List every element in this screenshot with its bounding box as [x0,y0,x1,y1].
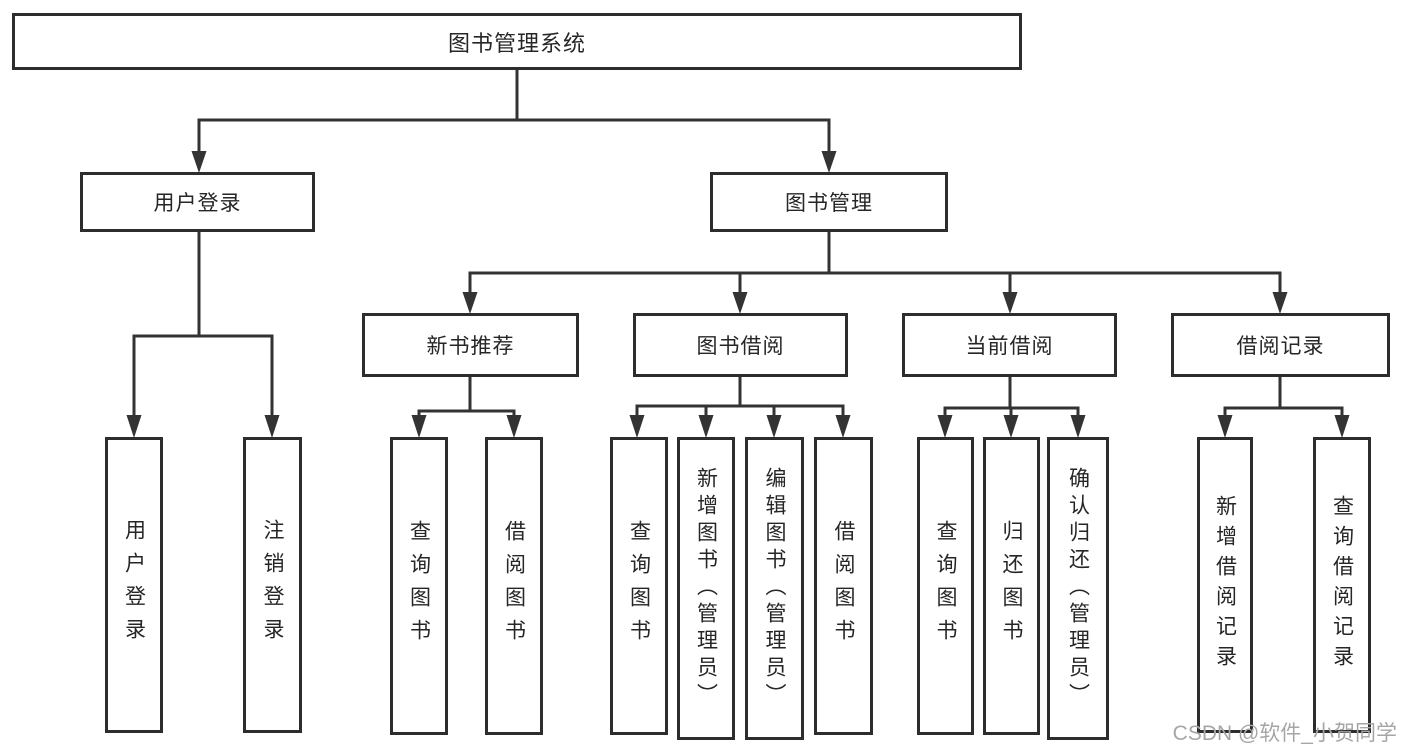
arrowhead [1070,415,1086,438]
arrowheads [126,151,1350,438]
leaf-edit-books-admin: 编辑图书（管理员） [745,437,804,740]
leaf-query-books: 查询图书 [610,437,668,735]
leaf-logout: 注销登录 [243,437,302,733]
arrowhead [1002,292,1018,314]
arrowhead [191,151,207,173]
connector-root-to-level2 [197,70,831,152]
arrowhead [1217,415,1233,438]
arrowhead [1003,415,1019,438]
leaf-user-login: 用户登录 [105,437,163,733]
node-library-management-system: 图书管理系统 [12,13,1022,70]
node-label: 借阅图书 [832,520,855,652]
node-label: 查询借阅记录 [1330,495,1354,675]
node-book-borrowing: 图书借阅 [633,313,848,377]
node-label: 图书借阅 [696,335,785,358]
arrowhead [629,415,645,438]
leaf-borrow-books: 借阅图书 [485,437,543,735]
arrowhead [264,415,280,438]
node-label: 新增借阅记录 [1213,495,1237,675]
connector-user-login-to-leaves [132,232,274,416]
arrowhead [462,292,478,314]
node-label: 借阅记录 [1236,335,1325,358]
arrowhead [1334,415,1350,438]
watermark: CSDN @软件_小贺同学 [1172,722,1397,745]
node-label: 用户登录 [122,519,146,651]
leaf-borrow-books: 借阅图书 [814,437,873,735]
arrowhead [698,415,714,438]
node-label: 图书管理 [785,192,873,215]
node-borrowing-records: 借阅记录 [1171,313,1390,377]
leaf-return-books: 归还图书 [983,437,1040,735]
arrowhead [126,415,142,438]
node-label: 确认归还（管理员） [1066,467,1090,710]
node-label: 借阅图书 [502,520,526,652]
arrowhead [766,415,782,438]
node-label: 图书管理系统 [447,30,586,56]
leaf-query-books: 查询图书 [390,437,448,735]
leaf-add-books-admin: 新增图书（管理员） [677,437,735,740]
node-label: 归还图书 [1000,520,1023,652]
arrowhead [506,415,522,438]
arrowhead [937,415,953,438]
node-label: 查询图书 [934,520,957,652]
node-label: 查询图书 [627,520,651,652]
arrowhead [1272,292,1288,314]
arrowhead [732,292,748,314]
arrowhead [835,415,851,438]
arrowhead [411,415,427,438]
connector-book-mgmt-to-level3 [468,232,1282,292]
node-label: 当前借阅 [965,335,1054,358]
node-label: 新增图书（管理员） [694,467,718,710]
connector-book-borrow-to-leaves [635,377,845,416]
node-book-management: 图书管理 [710,172,948,232]
node-label: 新书推荐 [426,335,515,358]
node-user-login: 用户登录 [80,172,315,232]
node-label: 用户登录 [153,192,242,215]
connector-current-borrow-to-leaves [943,377,1080,416]
leaf-add-borrow-record: 新增借阅记录 [1197,437,1253,733]
connector-new-book-rec-to-leaves [417,377,516,416]
node-label: 查询图书 [407,520,431,652]
leaf-query-borrow-record: 查询借阅记录 [1313,437,1371,733]
leaf-confirm-return-admin: 确认归还（管理员） [1047,437,1109,740]
arrowhead [821,151,837,173]
connector-borrow-record-to-leaves [1223,377,1344,416]
node-label: 注销登录 [261,519,284,651]
leaf-query-books: 查询图书 [917,437,974,735]
node-label: 编辑图书（管理员） [763,467,786,710]
node-new-book-recommendation: 新书推荐 [362,313,579,377]
node-current-borrowing: 当前借阅 [902,313,1117,377]
